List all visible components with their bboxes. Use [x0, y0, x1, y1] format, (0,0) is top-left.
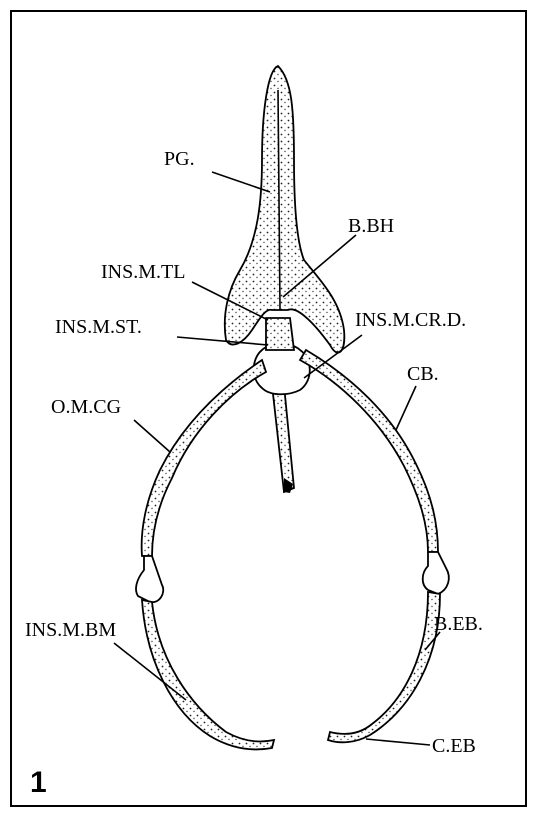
omcg-leader — [134, 420, 170, 452]
cb-leader — [396, 386, 416, 430]
left-branchial-joint — [136, 556, 163, 602]
label-ins-m-st: INS.M.ST. — [55, 316, 142, 338]
label-omcg: O.M.CG — [51, 396, 121, 418]
ceb-leader — [366, 739, 430, 745]
left-ceratobranchial — [142, 360, 266, 556]
label-ins-m-bm: INS.M.BM — [25, 619, 116, 641]
paraglossum-shape — [225, 66, 345, 353]
basihyal-neck — [266, 318, 294, 350]
right-branchial-joint — [423, 552, 449, 594]
basibranchial-rod — [272, 385, 294, 492]
left-epibranchial — [142, 600, 274, 750]
label-ins-m-tl: INS.M.TL — [101, 261, 185, 283]
label-ins-m-crd: INS.M.CR.D. — [355, 309, 466, 331]
ins-m-bm-leader — [114, 643, 186, 700]
label-cb: CB. — [407, 363, 439, 385]
label-pg: PG. — [164, 148, 195, 170]
right-epibranchial — [328, 592, 440, 742]
label-ceb: C.EB — [432, 735, 476, 757]
label-beb: B.EB. — [434, 613, 483, 635]
label-bbh: B.BH — [348, 215, 394, 237]
ins-m-st-leader — [177, 337, 268, 345]
figure-number: 1 — [30, 766, 47, 799]
